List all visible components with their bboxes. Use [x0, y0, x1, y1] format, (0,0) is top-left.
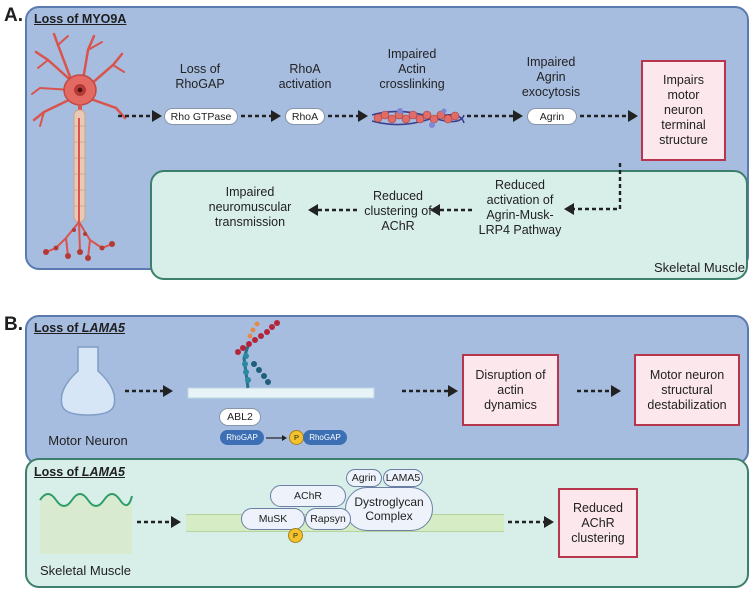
motor-neuron-label: Motor Neuron [48, 433, 128, 448]
rapsyn-protein: Rapsyn [305, 508, 351, 530]
panel-b-neuron-region [25, 315, 749, 465]
arrow-membrane-to-actin-box [402, 385, 458, 397]
actin-filament-icon [371, 108, 465, 128]
arrow-muscle-to-complex [137, 516, 181, 528]
panel-a-title: Loss of MYO9A [34, 12, 127, 26]
panel-a-letter: A. [4, 5, 23, 26]
arrow-achr-to-transmission [308, 204, 358, 216]
agrin-protein: Agrin [346, 469, 382, 487]
motor-neuron-flask-icon [60, 346, 116, 416]
arrow-neuron-to-membrane [125, 385, 173, 397]
laminin-membrane-illustration [187, 320, 375, 399]
phospho-marker-neuron: P [289, 430, 304, 445]
arrow-rhogap-to-rhoa [241, 110, 281, 122]
arrow-pathway-to-achr [430, 204, 474, 216]
step-rhoa-activation-label: RhoA activation [278, 62, 332, 91]
phospho-marker-muscle: P [288, 528, 303, 543]
step-agrin-exocytosis-label: Impaired Agrin exocytosis [521, 55, 581, 99]
panel-b-letter: B. [4, 314, 23, 335]
arrow-actin-to-agrin [467, 110, 523, 122]
motor-neuron-illustration [31, 32, 127, 261]
disruption-actin-dynamics-box: Disruption of actin dynamics [462, 354, 559, 426]
achr-protein: AChR [270, 485, 346, 507]
arrow-neuron-to-rhogap [118, 110, 162, 122]
impairs-terminal-structure-box: Impairs motor neuron terminal structure [641, 60, 726, 161]
arrow-complex-to-result [508, 516, 554, 528]
panel-a-skeletal-muscle-label: Skeletal Muscle [653, 260, 745, 275]
musk-protein: MuSK [241, 508, 305, 530]
step-actin-crosslinking-label: Impaired Actin crosslinking [379, 47, 445, 91]
rhoa-pill: RhoA [285, 108, 325, 125]
step-neuromuscular-transmission-label: Impaired neuromuscular transmission [208, 185, 292, 229]
arrow-result-to-pathway [564, 163, 622, 215]
arrow-agrin-to-result [580, 110, 638, 122]
step-agrin-musk-lrp4-label: Reduced activation of Agrin-Musk- LRP4 P… [478, 178, 562, 237]
panel-b-skeletal-muscle-label: Skeletal Muscle [40, 563, 132, 578]
rho-gtpase-pill: Rho GTPase [164, 108, 238, 125]
lama5-protein: LAMA5 [383, 469, 423, 487]
panel-b-muscle-title: Loss of LAMA5 [34, 465, 125, 479]
arrow-rhoa-to-actin [328, 110, 368, 122]
agrin-pill: Agrin [527, 108, 577, 125]
abl2-pill: ABL2 [219, 408, 261, 426]
reduced-achr-clustering-box: Reduced AChR clustering [558, 488, 638, 558]
step-achr-clustering-label: Reduced clustering of AChR [364, 189, 432, 233]
arrow-actin-to-destabilization [577, 385, 621, 397]
step-loss-rhogap-label: Loss of RhoGAP [175, 62, 225, 91]
rhogap-right-pill: RhoGAP [303, 430, 347, 445]
rhogap-left-pill: RhoGAP [220, 430, 264, 445]
arrow-rhogap-phospho [266, 435, 287, 441]
panel-b-neuron-title: Loss of LAMA5 [34, 321, 125, 335]
motor-neuron-destabilization-box: Motor neuron structural destabilization [634, 354, 740, 426]
dystroglycan-complex: Dystroglycan Complex [345, 487, 433, 531]
skeletal-muscle-icon [39, 493, 133, 554]
panel-a-muscle-region [150, 170, 748, 280]
